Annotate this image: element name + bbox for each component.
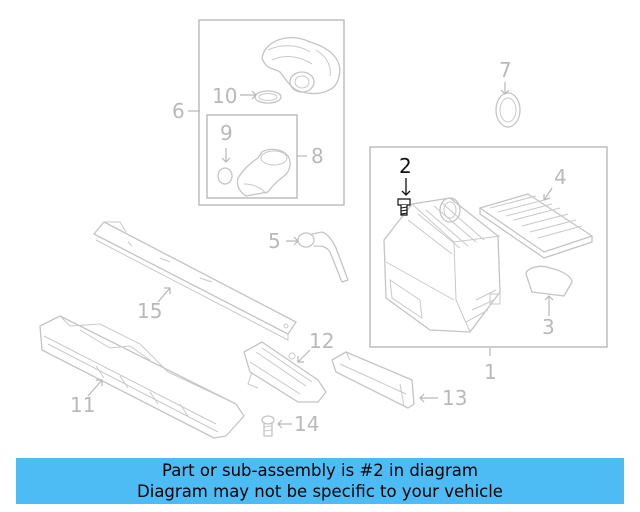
lower-duct-part [39, 315, 245, 439]
vent-hose-part [297, 231, 349, 283]
gasket-part [525, 265, 573, 297]
callout-10: 10 [212, 84, 237, 108]
air-cleaner-housing-part [383, 197, 501, 333]
seal-part [217, 167, 233, 185]
callout-13: 13 [442, 386, 467, 410]
small-bolt-part [261, 415, 275, 437]
callout-7: 7 [499, 58, 512, 82]
resonator-part [243, 341, 327, 403]
parts-diagram: 6 10 9 8 7 2 4 3 1 5 15 12 11 13 14 [39, 19, 608, 439]
elbow-duct-part [236, 148, 291, 197]
callout-2: 2 [399, 154, 412, 178]
callout-8: 8 [311, 144, 324, 168]
callout-3: 3 [542, 315, 555, 339]
banner-line-part-number: Part or sub-assembly is #2 in diagram [162, 461, 478, 480]
callout-6: 6 [172, 99, 185, 123]
callout-11: 11 [70, 393, 95, 417]
clamp-ring-part [495, 92, 521, 128]
group-box-1 [369, 146, 608, 348]
banner-line-disclaimer: Diagram may not be specific to your vehi… [137, 482, 503, 501]
callout-5: 5 [268, 229, 281, 253]
intake-hose-part [261, 37, 341, 95]
filter-element-part [479, 193, 593, 259]
hose-clamp-part [254, 90, 282, 104]
callout-4: 4 [554, 165, 567, 189]
callout-12: 12 [309, 329, 334, 353]
callout-14: 14 [294, 412, 319, 436]
callout-9: 9 [220, 121, 233, 145]
group-box-6 [198, 19, 345, 206]
snorkel-part [331, 351, 415, 409]
bolt-part-2 [397, 198, 411, 216]
callout-1: 1 [484, 360, 497, 384]
deflector-plate-part [93, 221, 297, 341]
info-banner: Part or sub-assembly is #2 in diagram Di… [16, 458, 624, 504]
callout-15: 15 [137, 299, 162, 323]
